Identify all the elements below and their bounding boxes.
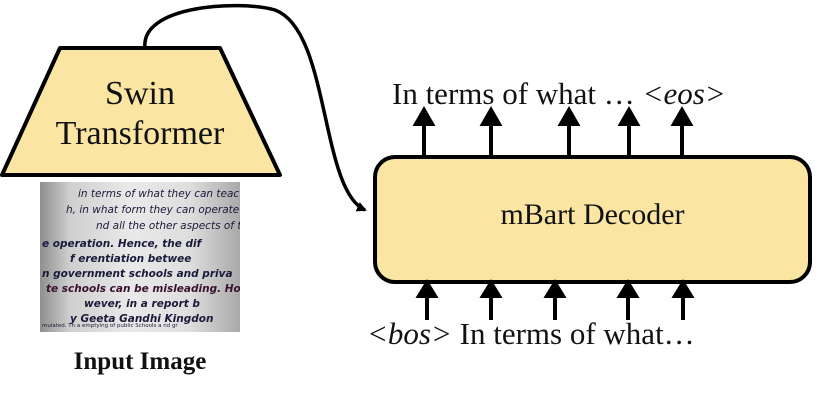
- doc-line: te schools can be misleading. Ho: [46, 283, 240, 295]
- doc-line: y Geeta Gandhi Kingdon: [70, 313, 214, 325]
- eos-token: <eos>: [642, 76, 726, 111]
- doc-line: n government schools and priva: [42, 268, 233, 280]
- doc-line: e operation. Hence, the dif: [42, 238, 202, 250]
- swin-transformer-label: Swin Transformer: [40, 74, 240, 154]
- input-token-sequence: <bos> In terms of what…: [367, 316, 695, 352]
- input-arrows: [415, 279, 695, 320]
- encoder-to-decoder-arrow: [143, 3, 367, 212]
- doc-line: nd all the other aspects of th: [96, 220, 240, 232]
- swin-label-line1: Swin: [105, 75, 175, 112]
- doc-line: wever, in a report b: [84, 298, 200, 310]
- swin-transformer-block: [0, 46, 282, 177]
- mbart-decoder-label: mBart Decoder: [500, 198, 685, 231]
- mbart-decoder-block: [373, 155, 812, 284]
- doc-line: f erentiation betwee: [70, 253, 192, 265]
- doc-line: h, in what form they can operate a: [66, 204, 240, 216]
- doc-line: in terms of what they can teac: [78, 188, 240, 200]
- output-arrows: [412, 105, 694, 155]
- input-document-image: in terms of what they can teac h, in wha…: [40, 182, 240, 332]
- input-image-caption: Input Image: [73, 348, 207, 375]
- input-tokens-text: In terms of what…: [451, 316, 695, 351]
- output-token-sequence: In terms of what … <eos>: [392, 76, 726, 112]
- swin-label-line2: Transformer: [55, 115, 225, 152]
- doc-line: mulated. Th a emptying of public Schools…: [42, 323, 178, 329]
- bos-token: <bos>: [367, 316, 452, 351]
- output-tokens-text: In terms of what …: [392, 76, 643, 111]
